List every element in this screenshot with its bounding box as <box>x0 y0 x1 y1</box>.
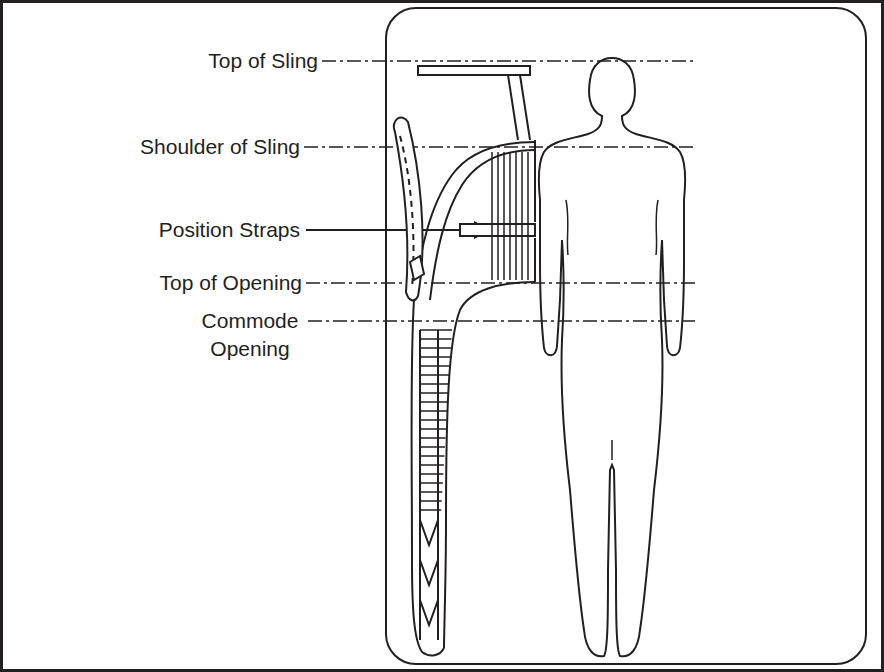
bed-outline <box>386 8 866 664</box>
part-label: Shoulder of Sling <box>140 133 300 161</box>
part-label: Top of Sling <box>208 47 318 75</box>
sling <box>394 66 535 655</box>
part-label: Position Straps <box>159 216 300 244</box>
part-label: Commode Opening <box>191 307 309 363</box>
person-detail <box>566 200 658 460</box>
part-label: Top of Opening <box>160 269 302 297</box>
person-outline <box>539 58 685 656</box>
reference-lines <box>304 61 695 321</box>
sling-stitching <box>420 152 528 510</box>
